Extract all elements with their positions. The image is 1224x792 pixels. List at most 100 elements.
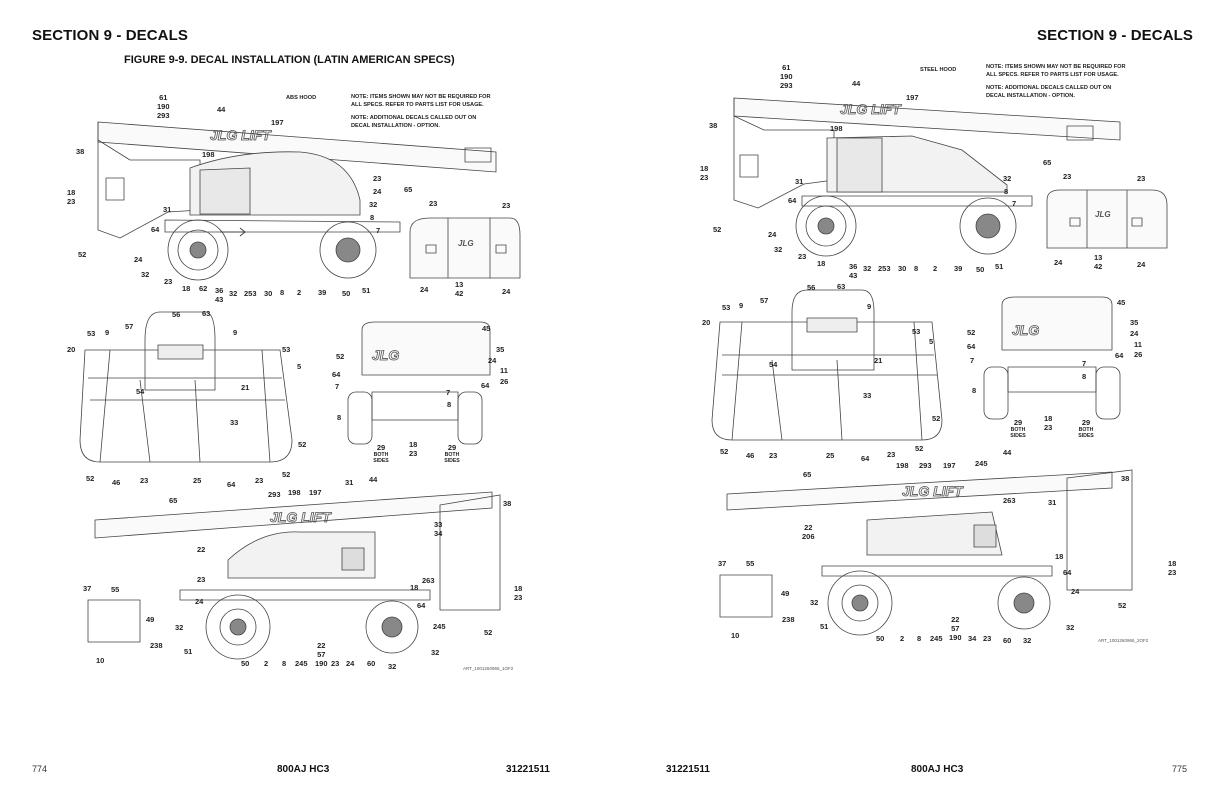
callout: 18 [410, 583, 419, 592]
callout-number: 190 [315, 659, 328, 668]
callout: 8 [447, 400, 452, 409]
callout-number: 61 [159, 93, 168, 102]
callout: 5 [297, 362, 302, 371]
figure-title: FIGURE 9-9. DECAL INSTALLATION (LATIN AM… [124, 54, 455, 66]
section-title: SECTION 9 - DECALS [1037, 27, 1193, 44]
right-page: SECTION 9 - DECALS STEEL HOOD NOTE: ITEM… [612, 0, 1224, 792]
callout-number: 61 [782, 63, 791, 72]
callout: 11 [1134, 340, 1142, 349]
callout: 18 [182, 284, 191, 293]
callout: 44 [852, 79, 861, 88]
callout: 26 [1134, 350, 1143, 359]
callout: 55 [111, 585, 120, 594]
page-number: 775 [1172, 764, 1188, 774]
callout: 52 [720, 447, 729, 456]
callout: 32 [388, 662, 397, 671]
callout: 31 [345, 478, 354, 487]
callout: 52 [282, 470, 291, 479]
callout: 49 [146, 615, 155, 624]
callout-rear-29-both-sides: 29 BOTH SIDES [441, 443, 463, 464]
callout: 56 [172, 310, 181, 319]
callout: 37 [83, 584, 92, 593]
callout: 64 [861, 454, 870, 463]
callout: 64 [481, 381, 490, 390]
callout: 32 [229, 289, 238, 298]
callout: 53 [722, 303, 731, 312]
callout-number: 18 [1044, 414, 1053, 423]
callout: 197 [943, 461, 956, 470]
hood-view: JLG [410, 218, 520, 278]
callout-number: 43 [849, 271, 858, 280]
callout: 39 [318, 288, 327, 297]
callout: 50 [876, 634, 885, 643]
callout: 65 [803, 470, 812, 479]
callout: 54 [136, 387, 145, 396]
svg-text:JLG: JLG [458, 239, 474, 248]
callout: 45 [1117, 298, 1126, 307]
callout: 31 [795, 177, 804, 186]
callout: 245 [433, 622, 446, 631]
callout: 24 [1130, 329, 1139, 338]
callout: 23 [331, 659, 340, 668]
callout: 32 [1066, 623, 1075, 632]
callout: 52 [915, 444, 924, 453]
callout: 238 [782, 615, 795, 624]
callout-number: 293 [780, 81, 793, 90]
callout: 23 [769, 451, 778, 460]
callout: 2 [933, 264, 938, 273]
callout: 37 [718, 559, 727, 568]
callout: 32 [141, 270, 150, 279]
callout: 56 [807, 283, 816, 292]
callout-number: 13 [1094, 253, 1103, 262]
callout: 60 [1003, 636, 1012, 645]
callout-rear-29-both-sides: 29 BOTH SIDES [1075, 418, 1097, 439]
callout: 21 [241, 383, 250, 392]
callout: 197 [906, 93, 919, 102]
page-number: 774 [32, 764, 48, 774]
callout: 53 [912, 327, 921, 336]
callout-side-61-190-293: 61 190 293 [780, 63, 793, 90]
callout: 253 [878, 264, 891, 273]
callout: 9 [233, 328, 238, 337]
callout: 7 [446, 388, 451, 397]
callout: 65 [169, 496, 178, 505]
callout: 32 [1023, 636, 1032, 645]
callout: 33 [230, 418, 239, 427]
callout: 24 [195, 597, 204, 606]
callout: 44 [369, 475, 378, 484]
callout: 32 [774, 245, 783, 254]
callout-number: 29 [1013, 418, 1023, 427]
callout: 52 [967, 328, 976, 337]
document-number: 31221511 [666, 764, 710, 775]
callout-rear-29-both-sides: 29 BOTH SIDES [370, 443, 392, 464]
callout-number: 42 [455, 289, 464, 298]
callout: 23 [1137, 174, 1146, 183]
callout: 23 [502, 201, 511, 210]
callout-rear-18-23: 18 23 [409, 440, 417, 458]
callout-number: 23 [67, 197, 76, 206]
callout: 44 [1003, 448, 1012, 457]
callout: 238 [150, 641, 163, 650]
note-items-not-required: NOTE: ITEMS SHOWN MAY NOT BE REQUIRED FO… [351, 94, 491, 109]
callout: 24 [346, 659, 355, 668]
svg-text:JLG: JLG [1012, 322, 1039, 338]
callout-number: 293 [157, 111, 170, 120]
callout: 49 [781, 589, 790, 598]
callout: 197 [309, 488, 322, 497]
note-line: NOTE: ADDITIONAL DECALS CALLED OUT ON [351, 115, 477, 121]
callout: 50 [241, 659, 250, 668]
callout-boom-22-57-190: 22 57 190 [315, 641, 328, 668]
boom-side-view: JLG LIFT [88, 492, 500, 659]
callout: 31 [163, 205, 172, 214]
callout: 23 [140, 476, 149, 485]
callout: 52 [336, 352, 345, 361]
callout: 32 [431, 648, 440, 657]
callout: 23 [983, 634, 992, 643]
svg-text:JLG LIFT: JLG LIFT [210, 127, 272, 143]
callout-number: 36 [849, 262, 858, 271]
callout: 38 [76, 147, 85, 156]
callout-hood-13-42: 13 42 [1094, 253, 1102, 271]
callout: 51 [184, 647, 193, 656]
note-additional-decals: NOTE: ADDITIONAL DECALS CALLED OUT ON DE… [351, 115, 476, 130]
callout: 53 [87, 329, 96, 338]
